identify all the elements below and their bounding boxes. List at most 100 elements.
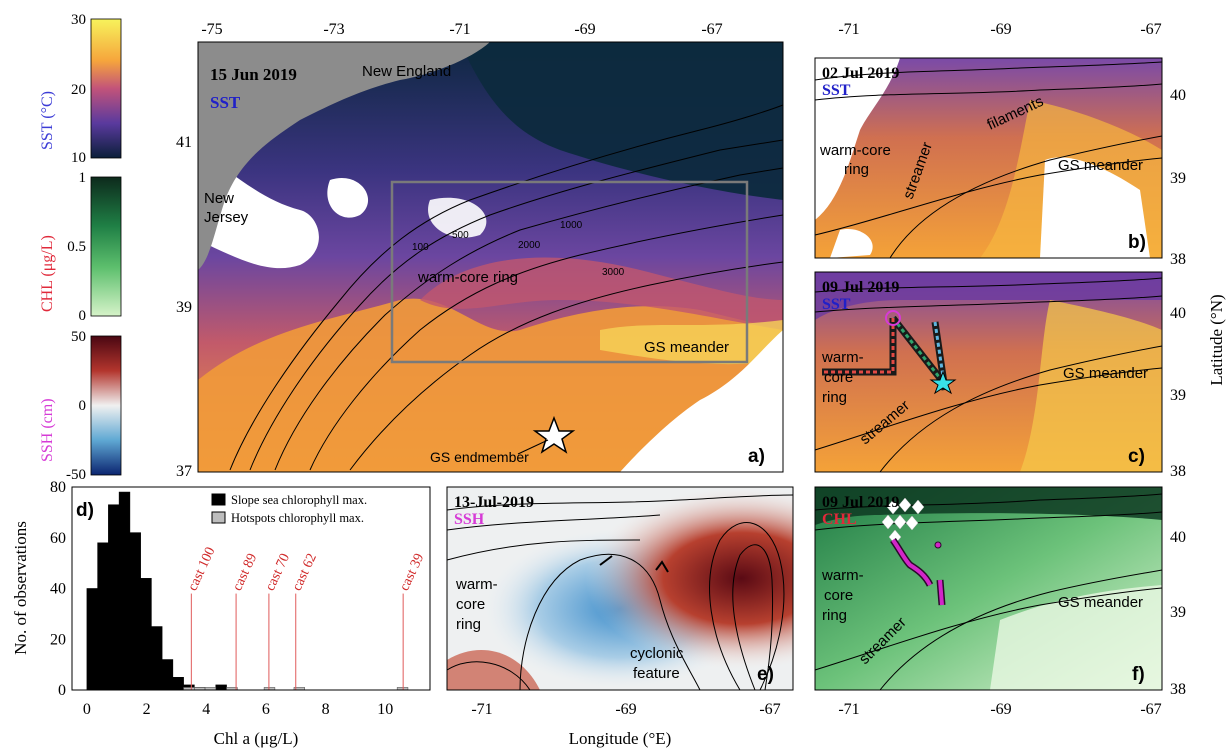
e-xtick-3: -67: [759, 701, 780, 718]
label-wcr-c-1: warm-: [821, 349, 864, 366]
panel-b-letter: b): [1128, 232, 1146, 253]
d-xtick-3: 4: [202, 701, 210, 718]
chl-hotspot-diamonds: [881, 497, 925, 545]
label-gs-endmember: GS endmember: [430, 449, 529, 465]
label-wcr-b-1: warm-core: [819, 142, 891, 159]
station-star-icon: [929, 370, 957, 395]
histogram-bars: [86, 491, 409, 691]
d-ytick-5: 80: [50, 479, 66, 496]
chl-transect-track: [890, 537, 946, 606]
d-ytick-4: 60: [50, 530, 66, 547]
f-xtick-2: -69: [990, 701, 1011, 718]
right-xtick-3: -67: [1140, 21, 1161, 38]
panel-c-date: 09 Jul 2019: [822, 279, 899, 296]
c-ytick-2: 39: [1170, 387, 1186, 404]
bar-series0-bin8: [172, 677, 184, 691]
panel-a-map: 100 500 1000 2000 3000 15 Jun 2019 SST N…: [176, 21, 784, 480]
label-wcr-e-3: ring: [456, 616, 481, 633]
label-wcr-f-1: warm-: [821, 567, 864, 584]
cbar-ssh-tick-mid: 0: [79, 398, 87, 414]
a-ytick-1: 41: [176, 134, 192, 151]
panel-e-letter: e): [757, 664, 774, 685]
panel-b-var: SST: [822, 82, 851, 99]
cbar-ssh-tick-min: -50: [66, 467, 86, 483]
bar-series0-bin4: [129, 532, 141, 691]
contour-label-a1: 100: [412, 242, 429, 253]
contour-label-a3: 1000: [560, 220, 583, 231]
cast-label-0: cast 100: [185, 545, 218, 593]
cbar-chl-tick-mid: 0.5: [67, 239, 86, 255]
legend-swatch-hotspots: [211, 511, 226, 524]
a-xtick-3: -71: [449, 21, 470, 38]
label-wcr-c-3: ring: [822, 389, 847, 406]
bar-series0-bin3: [118, 491, 131, 691]
cbar-chl-label: CHL (μg/L): [39, 235, 56, 312]
contour-label-a5: 3000: [602, 267, 625, 278]
cast-label-1: cast 89: [230, 551, 260, 593]
c-ytick-1: 40: [1170, 305, 1186, 322]
right-xtick-1: -71: [838, 21, 859, 38]
bar-series0-bin6: [151, 626, 163, 691]
label-wcr-c-2: core: [824, 369, 853, 386]
legend-label-hotspots: Hotspots chlorophyll max.: [231, 511, 364, 525]
cast-label-4: cast 39: [397, 551, 427, 593]
f-ytick-1: 40: [1170, 529, 1186, 546]
b-ytick-1: 40: [1170, 87, 1186, 104]
d-xtick-2: 2: [143, 701, 151, 718]
b-ytick-2: 39: [1170, 170, 1186, 187]
colorbar-ssh: 50 0 -50 SSH (cm): [39, 329, 122, 483]
label-cyc-1: cyclonic: [630, 645, 684, 662]
label-wcr-a: warm-core ring: [417, 269, 518, 286]
cbar-ssh-tick-max: 50: [71, 329, 86, 345]
d-ytick-3: 40: [50, 581, 66, 598]
panel-a-date: 15 Jun 2019: [210, 65, 297, 84]
panel-c-var: SST: [822, 296, 851, 313]
latitude-axis-label: Latitude (°N): [1207, 294, 1226, 385]
a-xtick-5: -67: [701, 21, 722, 38]
label-gs-a: GS meander: [644, 339, 729, 356]
bar-series0-bin5: [140, 578, 152, 691]
panel-f-var: CHL: [822, 511, 857, 528]
histogram-frame: [71, 486, 431, 691]
bar-series0-bin11: [215, 684, 227, 691]
panel-c-letter: c): [1128, 446, 1145, 467]
label-new-england: New England: [362, 63, 451, 80]
gs-endmember-star-icon: [532, 415, 576, 454]
bar-series0-bin2: [108, 504, 120, 691]
f-ytick-3: 38: [1170, 681, 1186, 698]
panel-f-date: 09 Jul 2019: [822, 494, 899, 511]
panel-b-date: 02 Jul 2019: [822, 65, 899, 82]
cast-label-3: cast 62: [290, 551, 320, 593]
panel-d-letter: d): [76, 500, 94, 521]
panel-c-map: 09 Jul 2019 SST warm- core ring streamer…: [814, 271, 1226, 480]
e-xtick-1: -71: [471, 701, 492, 718]
f-xtick-1: -71: [838, 701, 859, 718]
contour-label-a2: 500: [452, 230, 469, 241]
histogram-ylabel: No. of observations: [11, 521, 30, 655]
histogram-x-ticks: 0 2 4 6 8 10: [83, 701, 393, 718]
d-xtick-5: 8: [322, 701, 330, 718]
panel-e-var: SSH: [454, 511, 485, 528]
d-ytick-2: 20: [50, 631, 66, 648]
a-ytick-2: 39: [176, 299, 192, 316]
longitude-axis-label: Longitude (°E): [569, 729, 672, 748]
e-xtick-2: -69: [615, 701, 636, 718]
legend-swatch-slope: [211, 493, 226, 506]
d-xtick-4: 6: [262, 701, 270, 718]
study-area-box: [390, 180, 749, 364]
a-xtick-2: -73: [323, 21, 344, 38]
panel-e-map: 13-Jul-2019 SSH warm- core ring cyclonic…: [446, 486, 794, 748]
bar-series0-bin7: [161, 659, 174, 691]
cast-label-2: cast 70: [263, 551, 293, 593]
cbar-chl-tick-min: 0: [79, 308, 87, 324]
colorbar-chl: 1 0.5 0 CHL (μg/L): [39, 170, 122, 324]
panel-a-letter: a): [748, 446, 765, 467]
bar-series0-bin0: [86, 588, 98, 691]
panel-a-var: SST: [210, 93, 241, 112]
label-wcr-b-2: ring: [844, 161, 869, 178]
histogram-y-ticks: 0 20 40 60 80: [50, 479, 66, 699]
label-gs-b: GS meander: [1058, 157, 1143, 174]
a-xtick-1: -75: [201, 21, 222, 38]
